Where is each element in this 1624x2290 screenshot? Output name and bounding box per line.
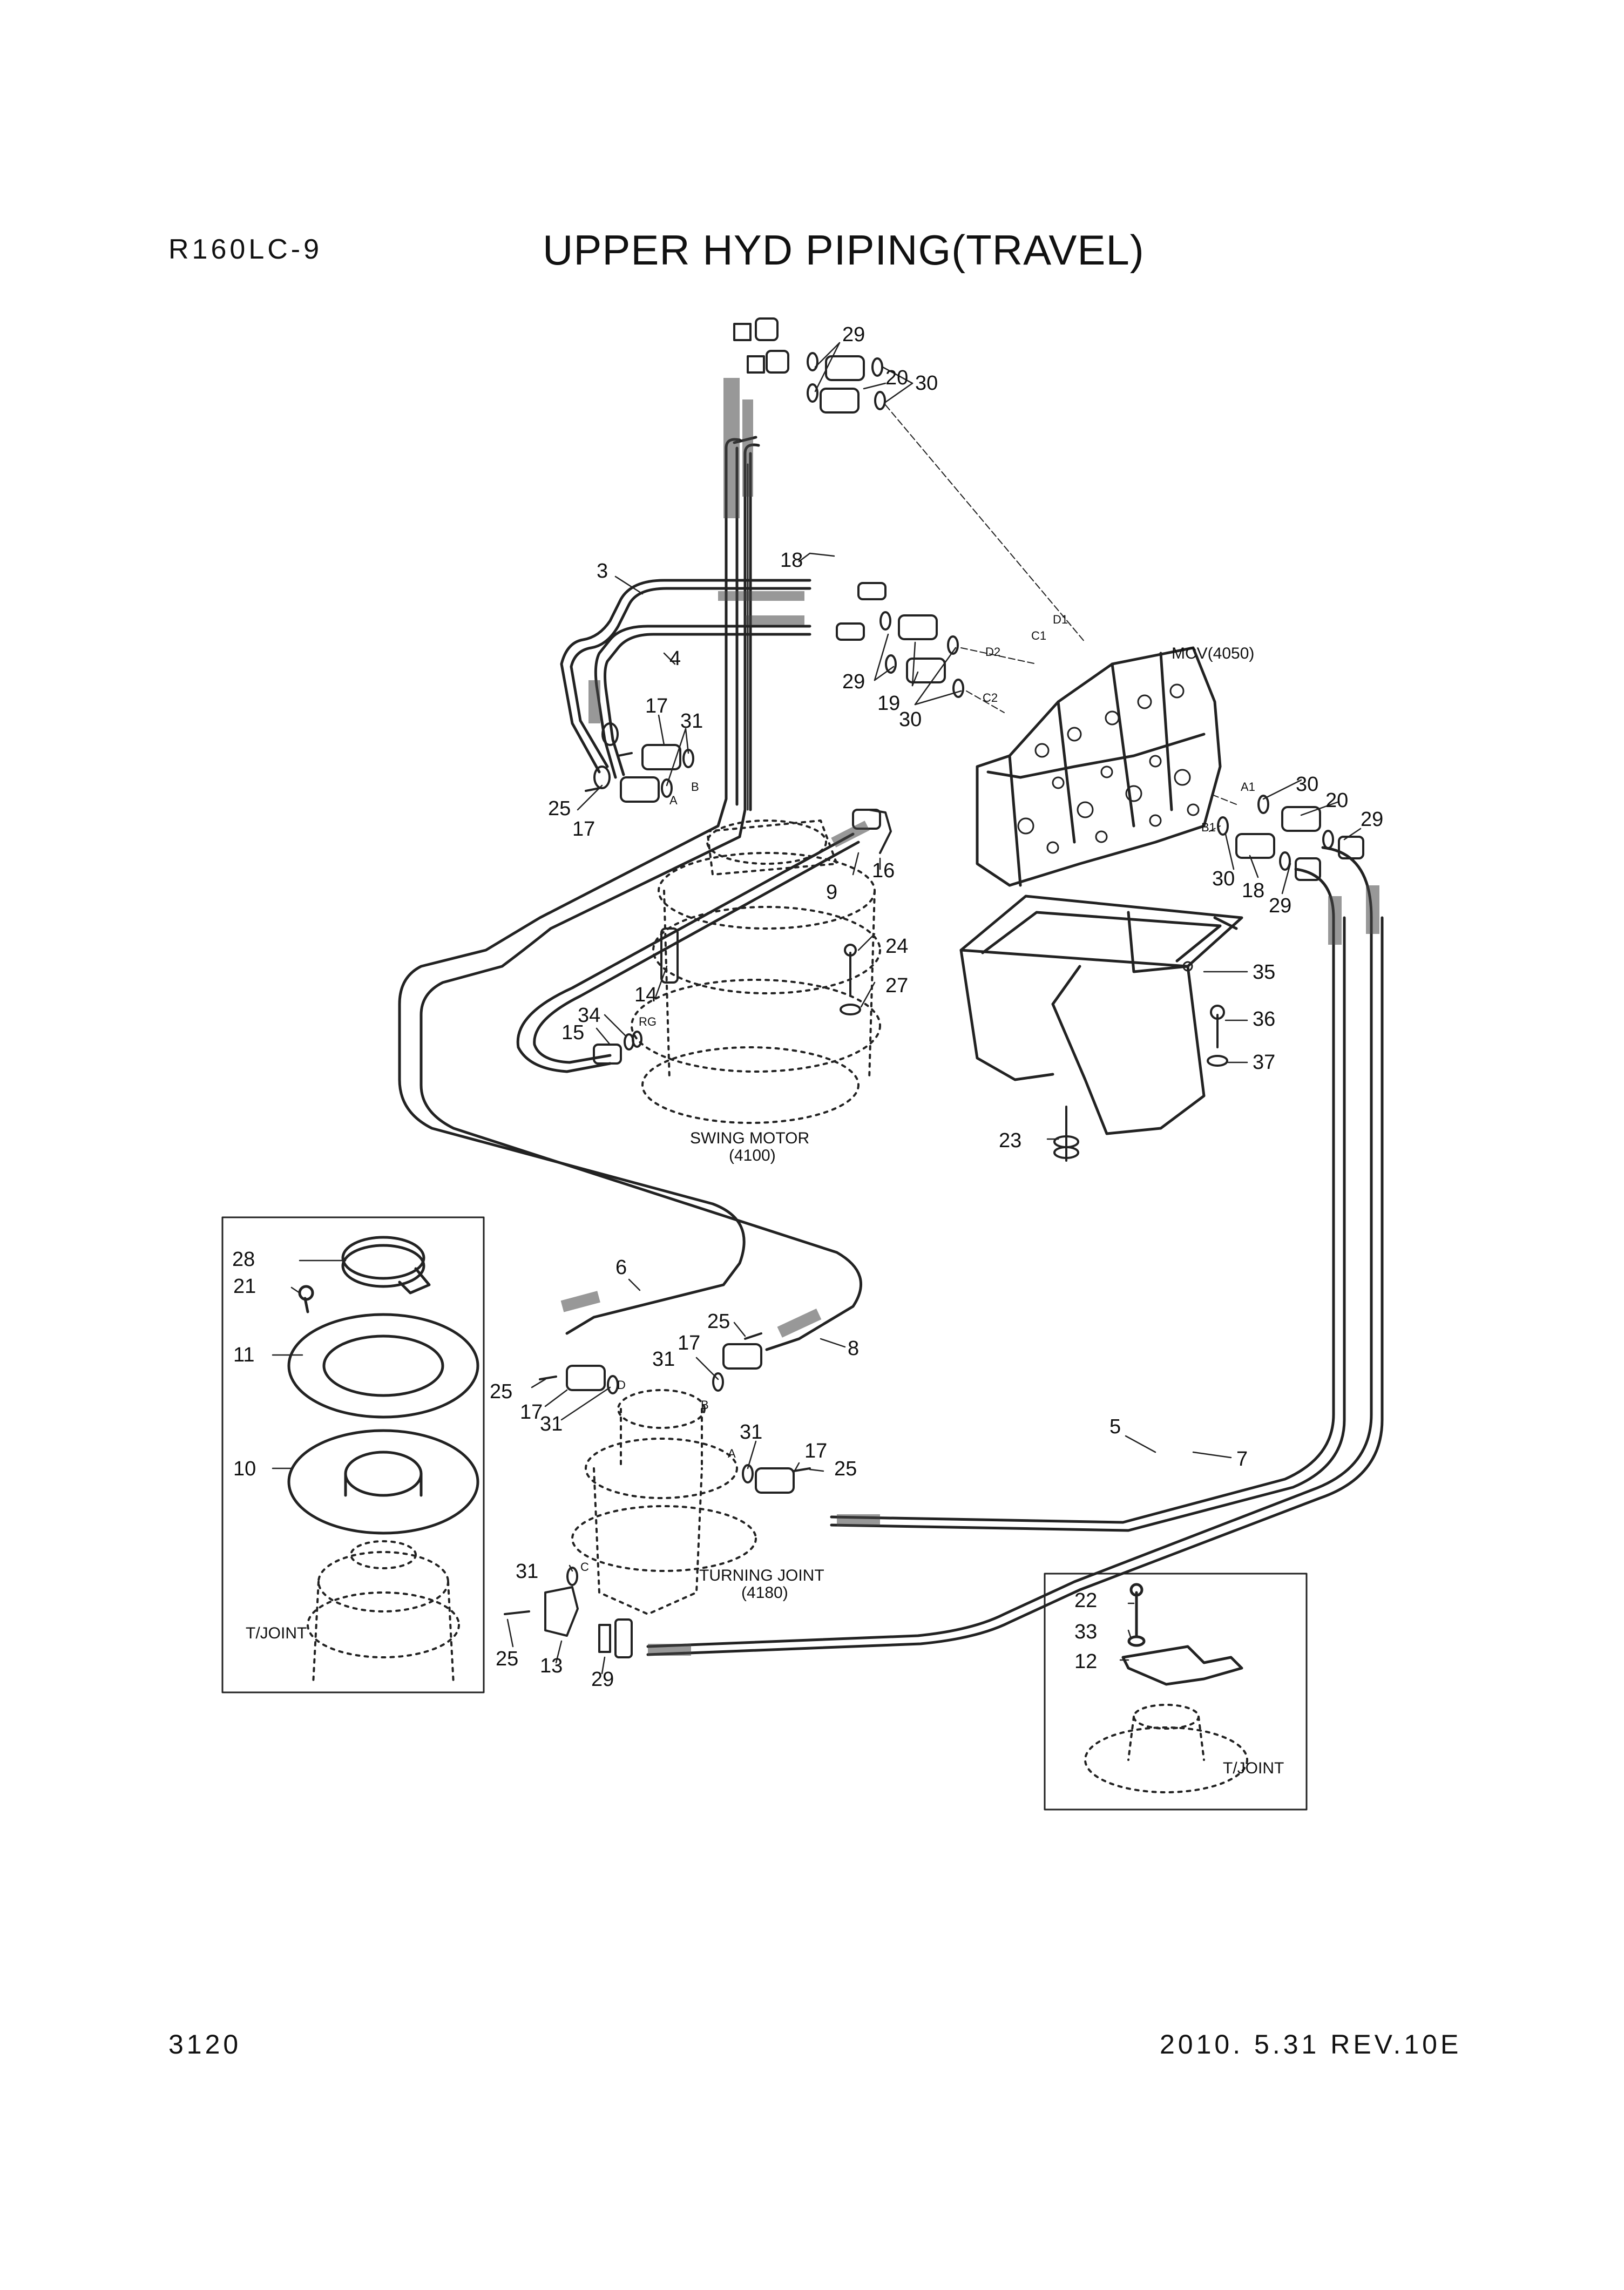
fittings-right bbox=[1217, 795, 1364, 881]
part-17-c: 17 bbox=[520, 1401, 543, 1424]
mcv-label: MCV(4050) bbox=[1172, 645, 1254, 662]
hose-3 bbox=[560, 579, 811, 774]
part-3: 3 bbox=[597, 560, 608, 582]
part-16: 16 bbox=[872, 859, 895, 882]
part-33: 33 bbox=[1074, 1621, 1097, 1643]
turning-joint-label: TURNING JOINT bbox=[699, 1567, 824, 1584]
revision-date: 2010. 5.31 REV.10E bbox=[1160, 2029, 1462, 2059]
port-tj-d: D bbox=[617, 1378, 626, 1392]
part-34: 34 bbox=[578, 1004, 600, 1027]
part-29: 29 bbox=[842, 323, 865, 346]
part-29-c: 29 bbox=[1361, 808, 1383, 831]
hose-9 bbox=[516, 832, 855, 1073]
swing-motor-code: (4100) bbox=[729, 1147, 776, 1164]
port-d2: D2 bbox=[985, 645, 1000, 659]
part-11: 11 bbox=[233, 1344, 254, 1366]
port-d1: D1 bbox=[1053, 613, 1068, 626]
port-c2: C2 bbox=[983, 691, 998, 704]
hose-upper-b bbox=[419, 452, 862, 1351]
tjoint-left-label: T/JOINT bbox=[246, 1624, 307, 1642]
hose-5 bbox=[830, 916, 1335, 1524]
turning-joint-code: (4180) bbox=[741, 1584, 788, 1602]
fittings-top bbox=[733, 317, 964, 698]
page-number: 3120 bbox=[168, 2029, 242, 2059]
part-10: 10 bbox=[233, 1458, 256, 1480]
mcv-valve-block bbox=[976, 646, 1222, 887]
part-31-b: 31 bbox=[540, 1413, 563, 1435]
part-17-d: 17 bbox=[678, 1332, 700, 1354]
part-18: 18 bbox=[780, 549, 803, 572]
tjoint-right-label: T/JOINT bbox=[1223, 1759, 1284, 1777]
part-24: 24 bbox=[885, 935, 908, 958]
part-37: 37 bbox=[1253, 1051, 1275, 1074]
part-5: 5 bbox=[1109, 1415, 1121, 1438]
part-17: 17 bbox=[645, 695, 668, 717]
swing-motor bbox=[631, 819, 881, 1124]
part-27: 27 bbox=[885, 974, 908, 997]
port-motor-b: B bbox=[691, 780, 699, 794]
part-30-d: 30 bbox=[1212, 868, 1235, 890]
hose-4 bbox=[594, 625, 811, 779]
part-29-b: 29 bbox=[842, 670, 865, 693]
part-30-c: 30 bbox=[1296, 773, 1318, 796]
port-b1: B1 bbox=[1201, 821, 1216, 834]
hose-braiding bbox=[560, 378, 1379, 1656]
leader-lines bbox=[272, 342, 1362, 1675]
part-25: 25 bbox=[548, 797, 571, 820]
part-23: 23 bbox=[999, 1129, 1021, 1152]
part-29-e: 29 bbox=[591, 1668, 614, 1691]
part-17-b: 17 bbox=[572, 818, 595, 841]
part-21: 21 bbox=[233, 1275, 256, 1298]
part-15: 15 bbox=[561, 1021, 584, 1044]
part-13: 13 bbox=[540, 1655, 563, 1677]
page-title: UPPER HYD PIPING(TRAVEL) bbox=[543, 226, 1145, 274]
part-35: 35 bbox=[1253, 961, 1275, 984]
part-20: 20 bbox=[885, 367, 908, 389]
part-9: 9 bbox=[826, 881, 837, 904]
turning-joint bbox=[571, 1389, 757, 1615]
hose-upper-a bbox=[398, 446, 746, 1335]
part-20-b: 20 bbox=[1325, 789, 1348, 812]
part-17-e: 17 bbox=[804, 1440, 827, 1462]
part-36: 36 bbox=[1253, 1008, 1275, 1031]
inset-left bbox=[221, 1216, 485, 1693]
part-14: 14 bbox=[634, 984, 657, 1006]
part-25-d: 25 bbox=[834, 1458, 857, 1480]
model-code: R160LC-9 bbox=[168, 234, 323, 265]
port-tj-b: B bbox=[701, 1398, 709, 1412]
part-28: 28 bbox=[232, 1248, 255, 1271]
part-31: 31 bbox=[680, 710, 703, 733]
bolts bbox=[840, 944, 1228, 1162]
port-tj-c: C bbox=[580, 1560, 589, 1574]
swing-motor-label: SWING MOTOR bbox=[690, 1129, 809, 1147]
part-22: 22 bbox=[1074, 1589, 1097, 1612]
port-c1: C1 bbox=[1031, 629, 1046, 642]
port-tj-a: A bbox=[728, 1447, 736, 1460]
part-25-b: 25 bbox=[490, 1380, 512, 1403]
part-8: 8 bbox=[848, 1337, 859, 1360]
part-6: 6 bbox=[615, 1256, 627, 1279]
port-motor-a: A bbox=[669, 794, 678, 807]
part-31-e: 31 bbox=[516, 1560, 538, 1583]
part-25-e: 25 bbox=[496, 1648, 518, 1670]
mcv-support-bracket bbox=[959, 895, 1243, 1135]
inset-right bbox=[1044, 1573, 1308, 1811]
part-31-d: 31 bbox=[740, 1421, 762, 1444]
part-12: 12 bbox=[1074, 1650, 1097, 1673]
part-25-c: 25 bbox=[707, 1310, 730, 1333]
port-rg: RG bbox=[639, 1015, 657, 1028]
part-30-b: 30 bbox=[899, 708, 922, 731]
hose-7 bbox=[646, 916, 1373, 1648]
part-7: 7 bbox=[1236, 1448, 1248, 1471]
part-18-b: 18 bbox=[1242, 879, 1264, 902]
part-31-c: 31 bbox=[652, 1348, 675, 1371]
part-19: 19 bbox=[877, 692, 900, 715]
port-a1: A1 bbox=[1241, 780, 1255, 794]
part-4: 4 bbox=[669, 647, 681, 670]
part-30: 30 bbox=[915, 372, 938, 395]
flanges-motor bbox=[585, 722, 694, 803]
part-29-d: 29 bbox=[1269, 895, 1291, 917]
flanges-turning-joint bbox=[504, 1332, 811, 1658]
